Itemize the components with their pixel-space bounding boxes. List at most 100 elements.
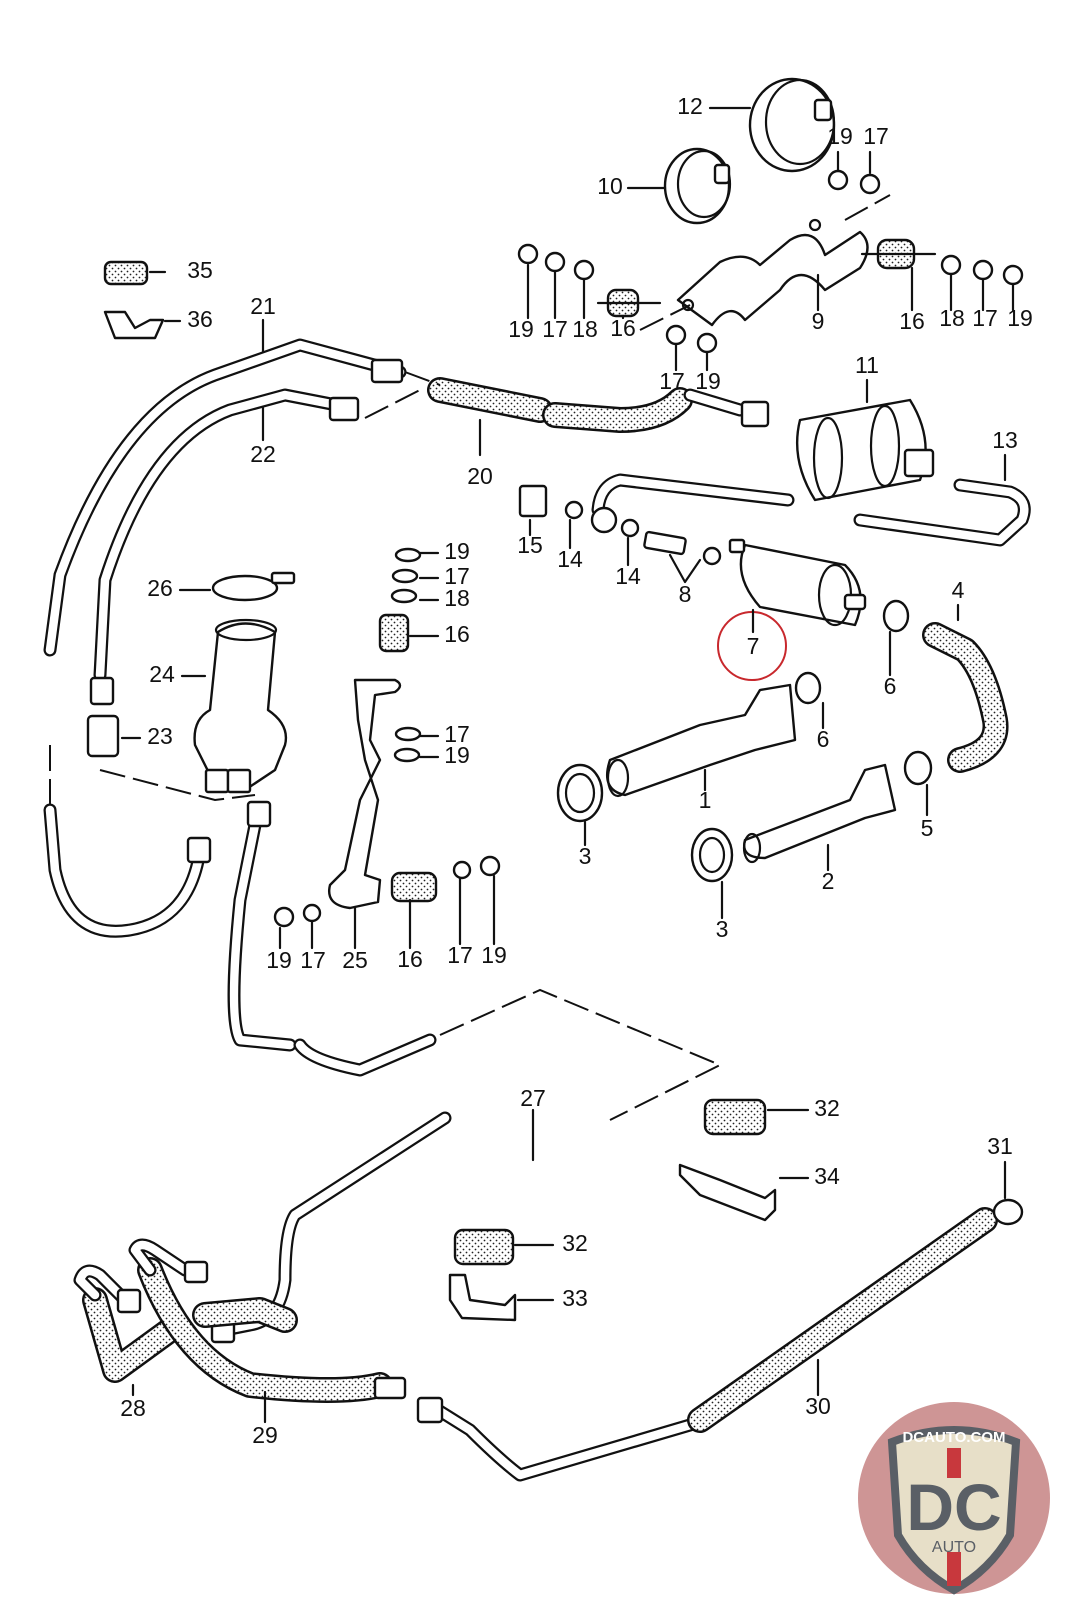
callout-3[interactable]: 3 — [579, 843, 592, 869]
callout-17[interactable]: 17 — [863, 123, 889, 149]
callout-18[interactable]: 18 — [939, 305, 965, 331]
seal-3a[interactable] — [556, 763, 604, 823]
clamp-26[interactable] — [211, 571, 296, 602]
callout-32[interactable]: 32 — [562, 1230, 588, 1256]
callout-29[interactable]: 29 — [252, 1422, 278, 1448]
grommet-32b[interactable] — [453, 1228, 515, 1266]
callout-19[interactable]: 19 — [444, 538, 470, 564]
callout-4[interactable]: 4 — [952, 577, 965, 603]
callout-21[interactable]: 21 — [250, 293, 276, 319]
washer-18-left[interactable] — [573, 259, 595, 281]
callout-16[interactable]: 16 — [610, 315, 636, 341]
callout-19[interactable]: 19 — [695, 368, 721, 394]
hose-29[interactable] — [128, 1238, 407, 1403]
nut-19-left[interactable] — [517, 243, 539, 265]
callout-3[interactable]: 3 — [716, 916, 729, 942]
fuel-line-13[interactable] — [591, 473, 1031, 547]
callout-30[interactable]: 30 — [805, 1393, 831, 1419]
callout-16[interactable]: 16 — [397, 946, 423, 972]
clamp-10[interactable] — [663, 147, 732, 225]
fuel-line-22[interactable] — [93, 388, 360, 682]
callout-6[interactable]: 6 — [817, 726, 830, 752]
washer-14b[interactable] — [620, 518, 640, 538]
callout-23[interactable]: 23 — [147, 723, 173, 749]
hose-20[interactable] — [427, 377, 770, 433]
callout-32[interactable]: 32 — [814, 1095, 840, 1121]
callout-14[interactable]: 14 — [557, 546, 583, 572]
callout-28[interactable]: 28 — [120, 1395, 146, 1421]
clamp-6b[interactable] — [794, 671, 822, 705]
callout-35[interactable]: 35 — [187, 257, 213, 283]
clamp-5[interactable] — [903, 750, 933, 786]
callout-9[interactable]: 9 — [812, 308, 825, 334]
callout-17[interactable]: 17 — [972, 305, 998, 331]
callout-24[interactable]: 24 — [149, 661, 175, 687]
bracket-33[interactable] — [448, 1273, 517, 1322]
grommet-32a[interactable] — [703, 1098, 767, 1136]
washer-17-c4[interactable] — [452, 860, 472, 880]
clamp-6a[interactable] — [882, 599, 910, 633]
grommet-16-right[interactable] — [860, 238, 937, 270]
callout-6[interactable]: 6 — [884, 673, 897, 699]
callout-15[interactable]: 15 — [517, 532, 543, 558]
strainer-2[interactable] — [742, 763, 897, 864]
callout-19[interactable]: 19 — [508, 316, 534, 342]
washer-17-right[interactable] — [972, 259, 994, 281]
banjo-eye[interactable] — [590, 506, 618, 534]
grommet-35[interactable] — [103, 260, 149, 286]
callout-14[interactable]: 14 — [615, 563, 641, 589]
nut-19-c2[interactable] — [393, 747, 421, 763]
pump-strainer-1[interactable] — [605, 683, 797, 798]
washer-18-right[interactable] — [940, 254, 962, 276]
grommet-16-c2[interactable] — [390, 871, 438, 903]
accumulator-24[interactable] — [193, 618, 288, 794]
nut-19-c3[interactable] — [273, 906, 295, 928]
fuel-line-lower[interactable] — [416, 1396, 697, 1482]
callout-22[interactable]: 22 — [250, 441, 276, 467]
callout-13[interactable]: 13 — [992, 427, 1018, 453]
fuel-line-27-upper[interactable] — [227, 800, 437, 1077]
washer-14a[interactable] — [564, 500, 584, 520]
callout-16[interactable]: 16 — [899, 308, 925, 334]
callout-18[interactable]: 18 — [444, 585, 470, 611]
callout-33[interactable]: 33 — [562, 1285, 588, 1311]
clamp-12[interactable] — [748, 77, 836, 173]
seal-3b[interactable] — [690, 827, 734, 883]
callout-19[interactable]: 19 — [481, 942, 507, 968]
bracket-36[interactable] — [103, 310, 165, 340]
callout-26[interactable]: 26 — [147, 575, 173, 601]
callout-18[interactable]: 18 — [572, 316, 598, 342]
callout-31[interactable]: 31 — [987, 1133, 1013, 1159]
banjo-bolt-8[interactable] — [643, 530, 722, 566]
nut-19-bottom[interactable] — [696, 332, 718, 354]
callout-27[interactable]: 27 — [520, 1085, 546, 1111]
union-nut-23[interactable] — [86, 714, 120, 758]
callout-36[interactable]: 36 — [187, 306, 213, 332]
callout-17[interactable]: 17 — [542, 316, 568, 342]
clamp-31[interactable] — [992, 1198, 1024, 1226]
callout-19[interactable]: 19 — [266, 947, 292, 973]
washer-17-top[interactable] — [859, 173, 881, 195]
callout-1[interactable]: 1 — [699, 787, 712, 813]
fitting-22-end[interactable] — [89, 676, 115, 706]
callout-11[interactable]: 11 — [855, 352, 879, 378]
callout-8[interactable]: 8 — [679, 581, 692, 607]
nut-19-c4[interactable] — [479, 855, 501, 877]
callout-2[interactable]: 2 — [822, 868, 835, 894]
nut-19-right[interactable] — [1002, 264, 1024, 286]
callout-19[interactable]: 19 — [444, 742, 470, 768]
grommet-16-left[interactable] — [596, 288, 662, 318]
callout-34[interactable]: 34 — [814, 1163, 840, 1189]
bracket-25[interactable] — [328, 678, 402, 910]
union-nut-15[interactable] — [518, 484, 548, 518]
grommet-16-c1[interactable] — [378, 613, 410, 653]
callout-17[interactable]: 17 — [444, 563, 470, 589]
hose-4[interactable] — [922, 622, 1009, 773]
fuel-pump-7[interactable] — [728, 538, 867, 627]
bracket-34[interactable] — [678, 1163, 777, 1222]
callout-16[interactable]: 16 — [444, 621, 470, 647]
return-line[interactable] — [43, 803, 212, 938]
hose-30[interactable] — [687, 1207, 998, 1433]
hose-28[interactable] — [73, 1264, 183, 1383]
callout-17[interactable]: 17 — [447, 942, 473, 968]
